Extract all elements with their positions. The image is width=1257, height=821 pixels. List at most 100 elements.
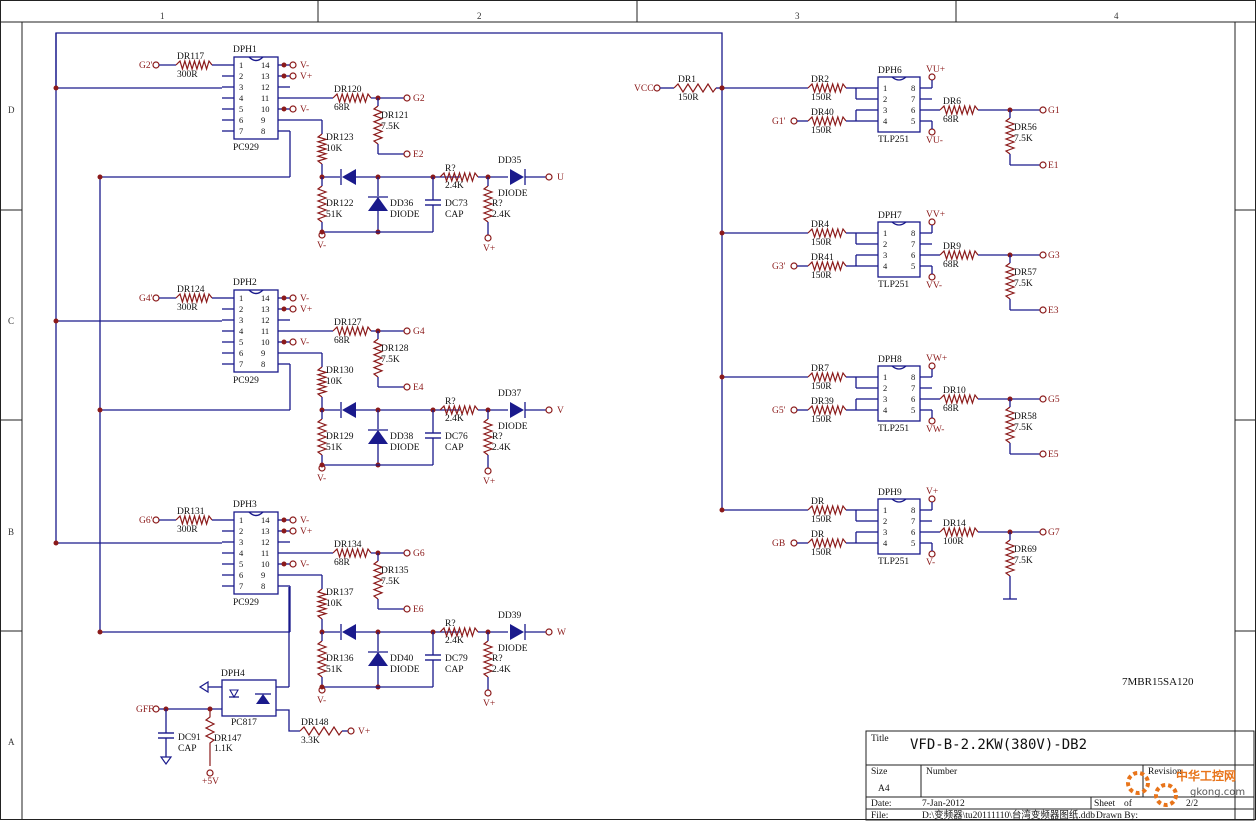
res-series xyxy=(439,171,479,183)
tlp-pin-right: 6 xyxy=(911,250,915,260)
net-output: U xyxy=(557,173,564,183)
junction-dot xyxy=(97,629,103,635)
res-dr1-label: DR1 xyxy=(678,75,696,85)
opto-dph3-part: PC929 xyxy=(233,598,259,608)
watermark-cn: 中华工控网 xyxy=(1176,768,1236,783)
res-gate-label: DR134 xyxy=(334,540,362,550)
res-ge-value: 7.5K xyxy=(1014,423,1033,433)
bottom-terminal xyxy=(928,128,936,136)
res-dr148-label: DR148 xyxy=(301,718,329,728)
tlp-pin-right: 6 xyxy=(911,527,915,537)
res-dr147-label: DR147 xyxy=(214,734,242,744)
cap-part: CAP xyxy=(445,443,463,453)
input-terminal xyxy=(152,294,160,302)
net-gff: GFF xyxy=(136,705,153,715)
zener-part: DIODE xyxy=(390,210,420,220)
junction-dot xyxy=(281,62,287,68)
tlp-pin-right: 7 xyxy=(911,383,915,393)
res-input xyxy=(175,58,213,72)
net-emitter: E4 xyxy=(413,383,424,393)
junction-dot xyxy=(53,318,59,324)
opto-notch xyxy=(248,56,264,62)
res-top xyxy=(807,227,847,239)
res-ge-value: 7.5K xyxy=(1014,279,1033,289)
res-input xyxy=(175,513,213,527)
res-shunt-value: 2.4K xyxy=(492,210,511,220)
sheet-label: Sheet xyxy=(1094,799,1115,809)
net-bottom-neg: V- xyxy=(317,696,326,706)
res-gate xyxy=(332,547,372,559)
res-bottom-label: DR xyxy=(811,530,825,540)
opto-dph3-designator: DPH3 xyxy=(233,500,257,510)
tlp-pin-left: 3 xyxy=(883,105,887,115)
cap-label: DC79 xyxy=(445,654,468,664)
res-dr147-value: 1.1K xyxy=(214,744,233,754)
res-ge-label: DR69 xyxy=(1014,545,1037,555)
res-gate xyxy=(939,393,979,405)
res-ge-value: 7.5K xyxy=(381,122,400,132)
bottom-terminal xyxy=(928,417,936,425)
res-gate-value: 68R xyxy=(334,103,351,113)
pin-right: 12 xyxy=(261,315,270,325)
cap-part: CAP xyxy=(445,665,463,675)
res-shunt-value: 2.4K xyxy=(492,443,511,453)
pin-left: 6 xyxy=(239,115,243,125)
res-gate xyxy=(332,325,372,337)
emitter-terminal xyxy=(1039,450,1047,458)
cap-part: CAP xyxy=(445,210,463,220)
opto-dph3 xyxy=(233,511,279,595)
res-input-label: DR131 xyxy=(177,507,205,517)
net-emitter: E3 xyxy=(1048,306,1059,316)
pin-right: 9 xyxy=(261,348,265,358)
tlp-designator: DPH7 xyxy=(878,211,902,221)
junction-dot xyxy=(53,85,59,91)
col-label-2: 2 xyxy=(477,11,482,21)
net-input: G6' xyxy=(139,516,153,526)
size-value: A4 xyxy=(878,784,890,794)
output-terminal xyxy=(545,173,553,181)
junction-dot xyxy=(719,230,725,236)
pin-right: 14 xyxy=(261,60,270,70)
cap-dc91-part: CAP xyxy=(178,744,196,754)
input-terminal xyxy=(152,61,160,69)
pin-left: 5 xyxy=(239,559,243,569)
pin-right: 9 xyxy=(261,570,265,580)
res-bottom-value: 150R xyxy=(811,126,832,136)
pin-left: 3 xyxy=(239,315,243,325)
res-51k-value: 51K xyxy=(326,210,343,220)
junction-dot xyxy=(97,407,103,413)
res-10k xyxy=(315,366,329,398)
res-10k xyxy=(315,588,329,620)
res-top-value: 150R xyxy=(811,515,832,525)
pin10-terminal xyxy=(289,105,297,113)
junction-dot xyxy=(281,106,287,112)
gate-terminal xyxy=(1039,395,1047,403)
net-input: G2' xyxy=(139,61,153,71)
opto-notch xyxy=(248,511,264,517)
tlp-pin-right: 7 xyxy=(911,516,915,526)
opto-dph6 xyxy=(877,76,921,133)
emitter-terminal xyxy=(403,150,411,158)
net-bottom-pos: V+ xyxy=(483,244,495,254)
row-label-a: A xyxy=(8,737,15,747)
gate-terminal xyxy=(403,94,411,102)
net-vcc: VCC xyxy=(634,84,654,94)
net-gate: G1 xyxy=(1048,106,1060,116)
title-block: Title VFD-B-2.2KW(380V)-DB2 Size A4 Numb… xyxy=(865,730,1255,821)
output-diode-label: DD37 xyxy=(498,389,521,399)
res-gate-value: 68R xyxy=(943,260,960,270)
res-51k-value: 51K xyxy=(326,665,343,675)
input-terminal xyxy=(790,406,798,414)
pos-terminal xyxy=(484,689,492,697)
tlp-part: TLP251 xyxy=(878,557,909,567)
pin-left: 7 xyxy=(239,126,243,136)
zener-diode xyxy=(368,197,388,211)
emitter-terminal xyxy=(1039,161,1047,169)
res-gate xyxy=(939,104,979,116)
res-input-value: 300R xyxy=(177,525,198,535)
